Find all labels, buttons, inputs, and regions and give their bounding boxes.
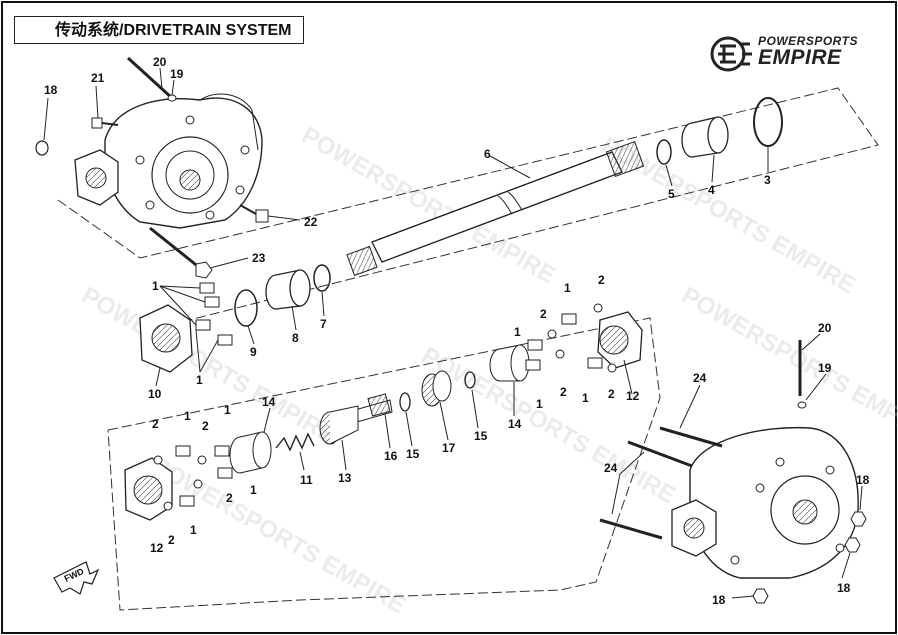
callout-21: 21 <box>91 71 105 85</box>
clip-19 <box>167 94 177 102</box>
callout-2: 2 <box>202 419 209 433</box>
callout-1: 1 <box>582 391 589 405</box>
callout-2: 2 <box>152 417 159 431</box>
gear-13 <box>319 405 359 445</box>
callout-1: 1 <box>152 279 159 293</box>
callout-22: 22 <box>304 215 318 229</box>
callout-6: 6 <box>484 147 491 161</box>
empire-logo-icon <box>710 36 752 72</box>
callout-17: 17 <box>442 441 456 455</box>
svg-text:POWERSPORTS EMPIRE: POWERSPORTS EMPIRE <box>147 452 410 619</box>
callout-14: 14 <box>262 395 276 409</box>
callout-16: 16 <box>384 449 398 463</box>
clip-15-upper <box>464 371 476 389</box>
callout-24: 24 <box>693 371 707 385</box>
callout-1: 1 <box>190 523 197 537</box>
housing-14-lower <box>229 431 272 474</box>
spring-11 <box>275 432 315 452</box>
gear-17 <box>421 370 452 407</box>
callout-18: 18 <box>837 581 851 595</box>
shaft-16 <box>354 393 393 423</box>
callout-5: 5 <box>668 187 675 201</box>
callout-18: 18 <box>44 83 58 97</box>
page-title: 传动系统/DRIVETRAIN SYSTEM <box>14 16 304 44</box>
callout-14: 14 <box>508 417 522 431</box>
snap-ring-5 <box>656 139 672 165</box>
yoke-12-lower <box>124 457 173 521</box>
pin-20 <box>126 56 174 100</box>
clip-19-lower <box>797 401 807 409</box>
coupler-assembly-box <box>107 317 661 611</box>
housing-14-upper <box>489 344 530 382</box>
callout-3: 3 <box>764 173 771 187</box>
callout-20: 20 <box>153 55 167 69</box>
callout-8: 8 <box>292 331 299 345</box>
brand-line1: POWERSPORTS <box>758 34 858 48</box>
shaft-assembly-box <box>57 87 879 331</box>
washer-18 <box>35 140 49 156</box>
bolts-1-right <box>525 313 603 371</box>
callout-18: 18 <box>712 593 726 607</box>
callout-1: 1 <box>250 483 257 497</box>
callout-19: 19 <box>818 361 832 375</box>
bolts-1-lower <box>175 445 233 507</box>
washers-2-lower <box>153 455 207 511</box>
callout-12: 12 <box>626 389 640 403</box>
boot-4 <box>681 116 729 158</box>
callout-2: 2 <box>168 533 175 547</box>
yoke-10 <box>139 304 193 373</box>
bolts-24 <box>599 426 723 540</box>
callout-10: 10 <box>148 387 162 401</box>
callout-2: 2 <box>608 387 615 401</box>
drive-shaft-6 <box>346 141 645 277</box>
svg-text:POWERSPORTS EMPIRE: POWERSPORTS EMPIRE <box>417 342 680 509</box>
callouts: 18 21 20 19 22 23 6 3 4 5 1 7 8 9 1 10 2… <box>44 55 870 607</box>
front-differential <box>74 93 263 229</box>
bolts-1-upper <box>195 282 233 346</box>
ring-9 <box>234 289 258 327</box>
callout-1: 1 <box>564 281 571 295</box>
callout-2: 2 <box>226 491 233 505</box>
callout-7: 7 <box>320 317 327 331</box>
callout-2: 2 <box>598 273 605 287</box>
callout-2: 2 <box>540 307 547 321</box>
leader-lines <box>43 67 863 599</box>
callout-2: 2 <box>560 385 567 399</box>
bolt-23 <box>149 226 213 279</box>
callout-13: 13 <box>338 471 352 485</box>
boot-8 <box>265 269 311 310</box>
nuts-18-lower <box>752 511 867 604</box>
svg-text:POWERSPORTS EMPIRE: POWERSPORTS EMPIRE <box>677 282 898 449</box>
washers-2-right <box>547 303 617 373</box>
forward-arrow: FWD <box>53 561 100 595</box>
callout-23: 23 <box>252 251 266 265</box>
callout-24: 24 <box>604 461 618 475</box>
callout-4: 4 <box>708 183 715 197</box>
callout-1: 1 <box>224 403 231 417</box>
ring-7 <box>313 264 331 292</box>
callout-9: 9 <box>250 345 257 359</box>
rear-differential <box>671 426 859 579</box>
brand-line2: EMPIRE <box>758 46 842 69</box>
yoke-12-upper <box>597 311 643 369</box>
callout-20: 20 <box>818 321 832 335</box>
bolt-22 <box>239 204 269 223</box>
bolt-21 <box>91 117 119 129</box>
callout-1: 1 <box>184 409 191 423</box>
clip-15-lower <box>399 392 411 412</box>
callout-18: 18 <box>856 473 870 487</box>
callout-12: 12 <box>150 541 164 555</box>
callout-19: 19 <box>170 67 184 81</box>
callout-15: 15 <box>406 447 420 461</box>
callout-1: 1 <box>196 373 203 387</box>
callout-1: 1 <box>536 397 543 411</box>
callout-1: 1 <box>514 325 521 339</box>
brand-logo: POWERSPORTS EMPIRE <box>706 30 876 76</box>
callout-15: 15 <box>474 429 488 443</box>
callout-11: 11 <box>300 473 313 487</box>
